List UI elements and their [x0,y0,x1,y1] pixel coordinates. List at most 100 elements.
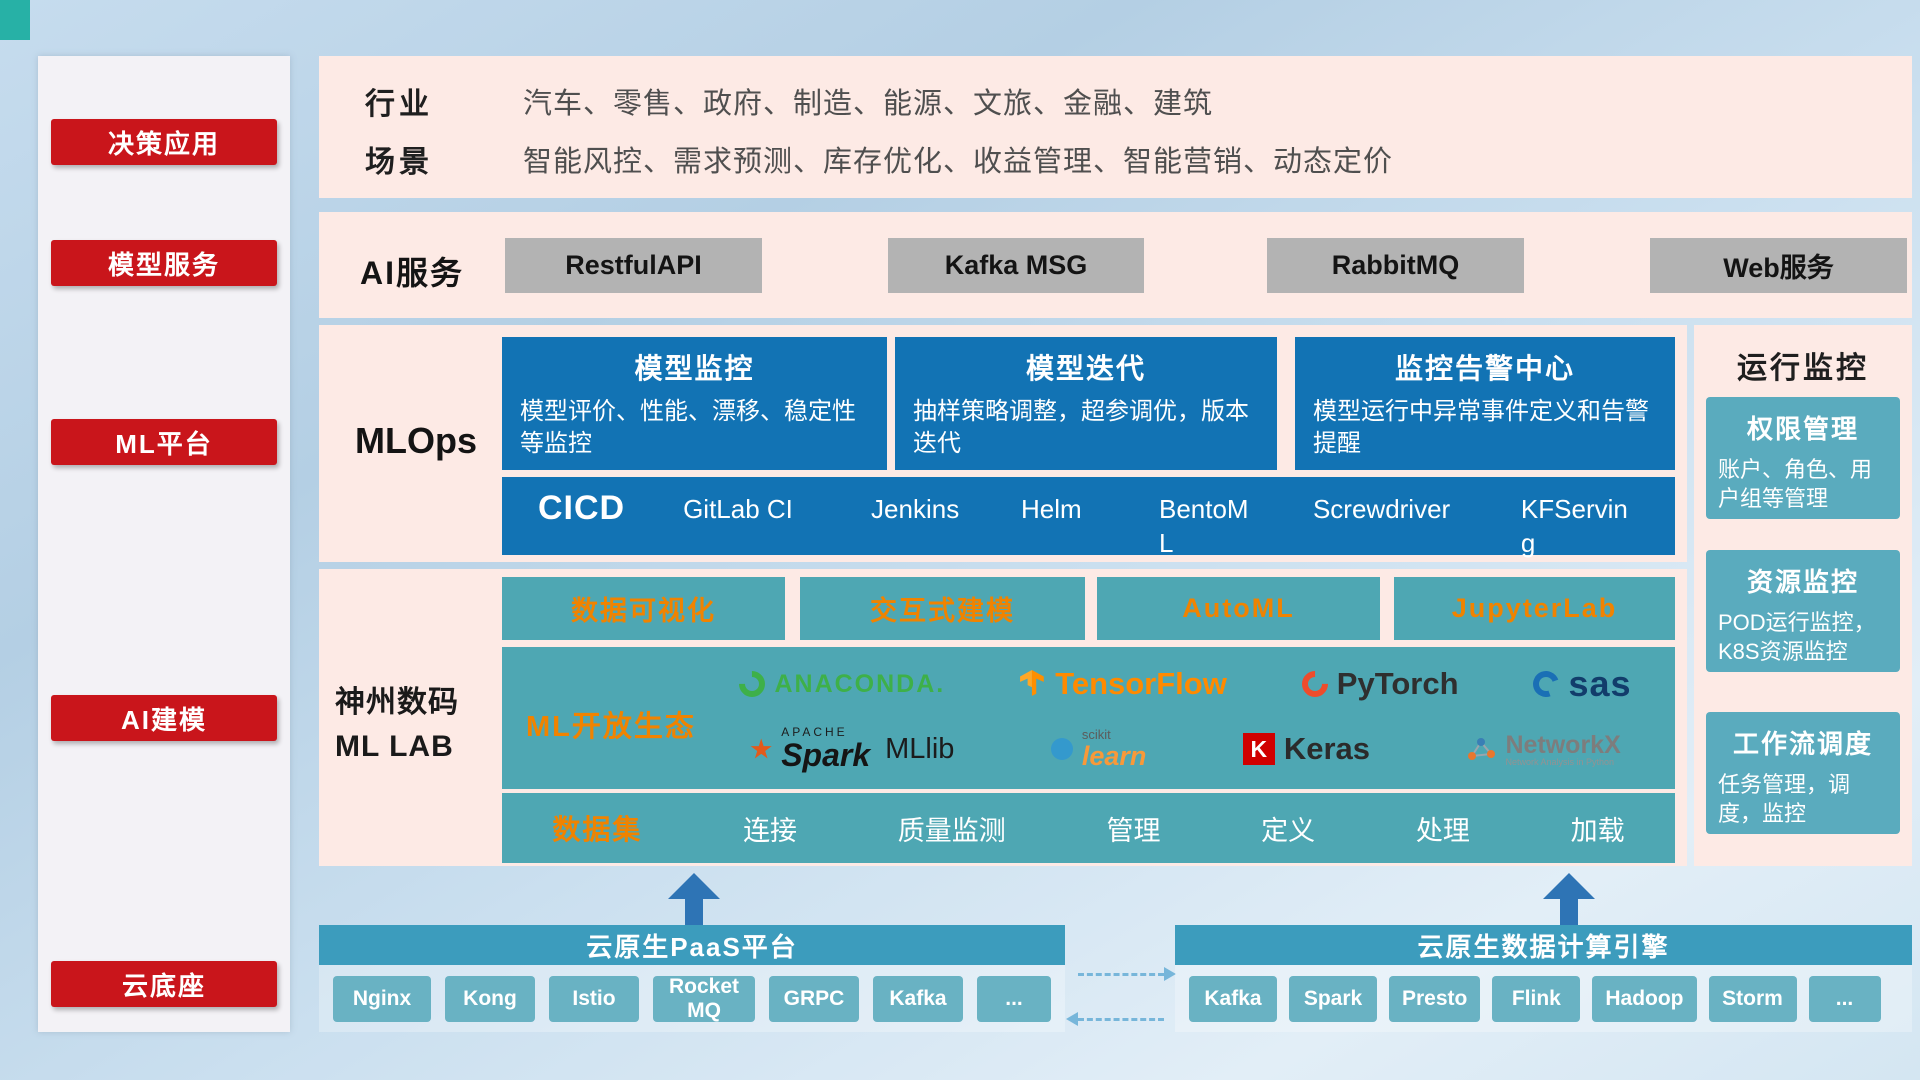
keras-label: Keras [1283,731,1371,767]
logo-row-2: APACHE Spark MLlib scikit learn K [702,726,1669,772]
chip-rocketmq: RocketMQ [653,975,755,1022]
up-arrow-left [668,873,720,925]
chip-kong: Kong [445,975,535,1022]
ai-service-band: AI服务 RestfulAPI Kafka MSG RabbitMQ Web服务 [319,212,1912,318]
tool-interactive-modeling: 交互式建模 [800,577,1085,640]
up-arrow-right [1543,873,1595,925]
tool-label: JupyterLab [1451,593,1618,623]
dashed-arrow-left [1078,1018,1164,1021]
mllab-label-line1: 神州数码 [335,686,459,719]
card-workflow-scheduling: 工作流调度 任务管理，调度，监控 [1706,712,1900,834]
networkx-label: NetworkX [1505,730,1621,759]
tool-label: 交互式建模 [870,596,1015,626]
chip-istio: Istio [549,975,639,1022]
dataset-item-manage: 管理 [1106,815,1161,846]
tool-jupyterlab: JupyterLab [1394,577,1675,640]
cicd-gitlab-ci: GitLab CI [683,494,793,524]
chip-kafka-engine: Kafka [1189,975,1277,1022]
spark-icon [750,738,772,759]
logo-row-1: ANACONDA. TensorFlow PyTorch sas [702,663,1669,705]
arrow-head [668,873,720,899]
tool-label: 数据可视化 [571,596,716,626]
cicd-screwdriver: Screwdriver [1312,494,1451,524]
chip-flink: Flink [1492,975,1581,1022]
card-title: 模型监控 [634,353,755,384]
sas-icon [1529,667,1564,702]
dataset-item-define: 定义 [1261,815,1316,846]
sidebar-label: ML平台 [115,428,213,459]
chip-storm: Storm [1708,975,1797,1022]
mllib-label: MLlib [885,732,955,765]
cicd-helm: Helm [1021,494,1082,524]
scenario-text: 智能风控、需求预测、库存优化、收益管理、智能营销、动态定价 [523,146,1394,178]
cicd-bar: CICD GitLab CI Jenkins Helm BentoML Scre… [502,477,1675,558]
mllab-label-line2: ML LAB [335,730,454,763]
sidebar-label: 云底座 [121,970,206,1001]
industry-scenario-band: 行业 汽车、零售、政府、制造、能源、文旅、金融、建筑 场景 智能风控、需求预测、… [319,56,1912,198]
pytorch-label: PyTorch [1336,666,1459,702]
sidebar-panel [38,56,290,1032]
card-model-monitoring: 模型监控 模型评价、性能、漂移、稳定性等监控 [502,337,887,470]
ai-service-label: AI服务 [360,255,465,291]
service-label: RabbitMQ [1331,250,1460,280]
sidebar-item-cloud-base: 云底座 [51,961,277,1007]
paas-platform-title: 云原生PaaS平台 [586,931,798,962]
sas-label: sas [1568,663,1632,705]
anaconda-label: ANACONDA. [774,669,946,698]
industry-label: 行业 [365,88,433,121]
scikit-label: learn [1081,741,1147,772]
mllab-band: 神州数码 ML LAB 数据可视化 交互式建模 AutoML JupyterLa… [319,569,1687,866]
chip-nginx: Nginx [333,975,431,1022]
corner-accent-block [0,0,30,40]
scikit-learn-logo: scikit learn [1050,728,1147,770]
cicd-kfserving: KFServing [1520,494,1628,558]
keras-icon: K [1242,733,1275,766]
dashed-arrow-right [1078,973,1164,976]
sidebar-item-ai-modeling: AI建模 [51,695,277,741]
tensorflow-logo: TensorFlow [1020,666,1227,702]
card-title: 监控告警中心 [1394,353,1575,384]
card-desc: POD运行监控，K8S资源监控 [1718,610,1876,664]
service-restfulapi: RestfulAPI [505,238,762,293]
cicd-label: CICD [538,489,626,527]
runtime-monitor-column: 运行监控 权限管理 账户、角色、用户组等管理 资源监控 POD运行监控，K8S资… [1694,325,1912,866]
sidebar-item-decision-application: 决策应用 [51,119,277,165]
data-engine-title: 云原生数据计算引擎 [1417,931,1670,962]
service-label: Kafka MSG [944,250,1088,280]
networkx-logo: NetworkX Network Analysis in Python [1466,730,1621,768]
sas-logo: sas [1529,663,1632,705]
ml-ecosystem-label: ML开放生态 [526,711,696,743]
tensorflow-icon [1020,670,1044,697]
scikit-wordmark: scikit learn [1082,728,1147,770]
networkx-subtitle: Network Analysis in Python [1505,756,1615,767]
tool-data-visualization: 数据可视化 [502,577,785,640]
mlops-band: MLOps 模型监控 模型评价、性能、漂移、稳定性等监控 模型迭代 抽样策略调整… [319,325,1687,562]
chip-spark: Spark [1289,975,1377,1022]
cicd-bentoml: BentoML [1158,494,1249,558]
chip-presto: Presto [1389,975,1481,1022]
dataset-item-load: 加载 [1570,815,1625,846]
card-title: 模型迭代 [1025,353,1146,384]
sidebar-label: 模型服务 [107,249,220,280]
mlops-label: MLOps [355,420,477,461]
pytorch-icon [1296,666,1334,703]
service-rabbitmq: RabbitMQ [1267,238,1524,293]
dashed-arrow-left-head [1066,1012,1078,1026]
apache-label: APACHE [781,725,848,740]
pytorch-logo: PyTorch [1296,666,1459,703]
ecosystem-logos: ANACONDA. TensorFlow PyTorch sas [702,653,1669,783]
arrow-stem [685,899,703,925]
card-desc: 任务管理，调度，监控 [1718,772,1851,826]
spark-label: Spark [781,736,871,773]
tool-label: AutoML [1182,593,1295,623]
mllab-label: 神州数码 ML LAB [335,681,495,769]
service-web: Web服务 [1650,238,1907,293]
dataset-bar: 数据集 连接 质量监测 管理 定义 处理 加载 [502,793,1675,863]
cicd-jenkins: Jenkins [871,494,960,524]
ml-ecosystem-box: ML开放生态 ANACONDA. TensorFlow PyTorch [502,647,1675,789]
dataset-item-quality: 质量监测 [897,815,1006,846]
service-label: Web服务 [1723,253,1834,283]
spark-wordmark: APACHE Spark [781,726,870,772]
keras-logo: K Keras [1242,731,1371,767]
